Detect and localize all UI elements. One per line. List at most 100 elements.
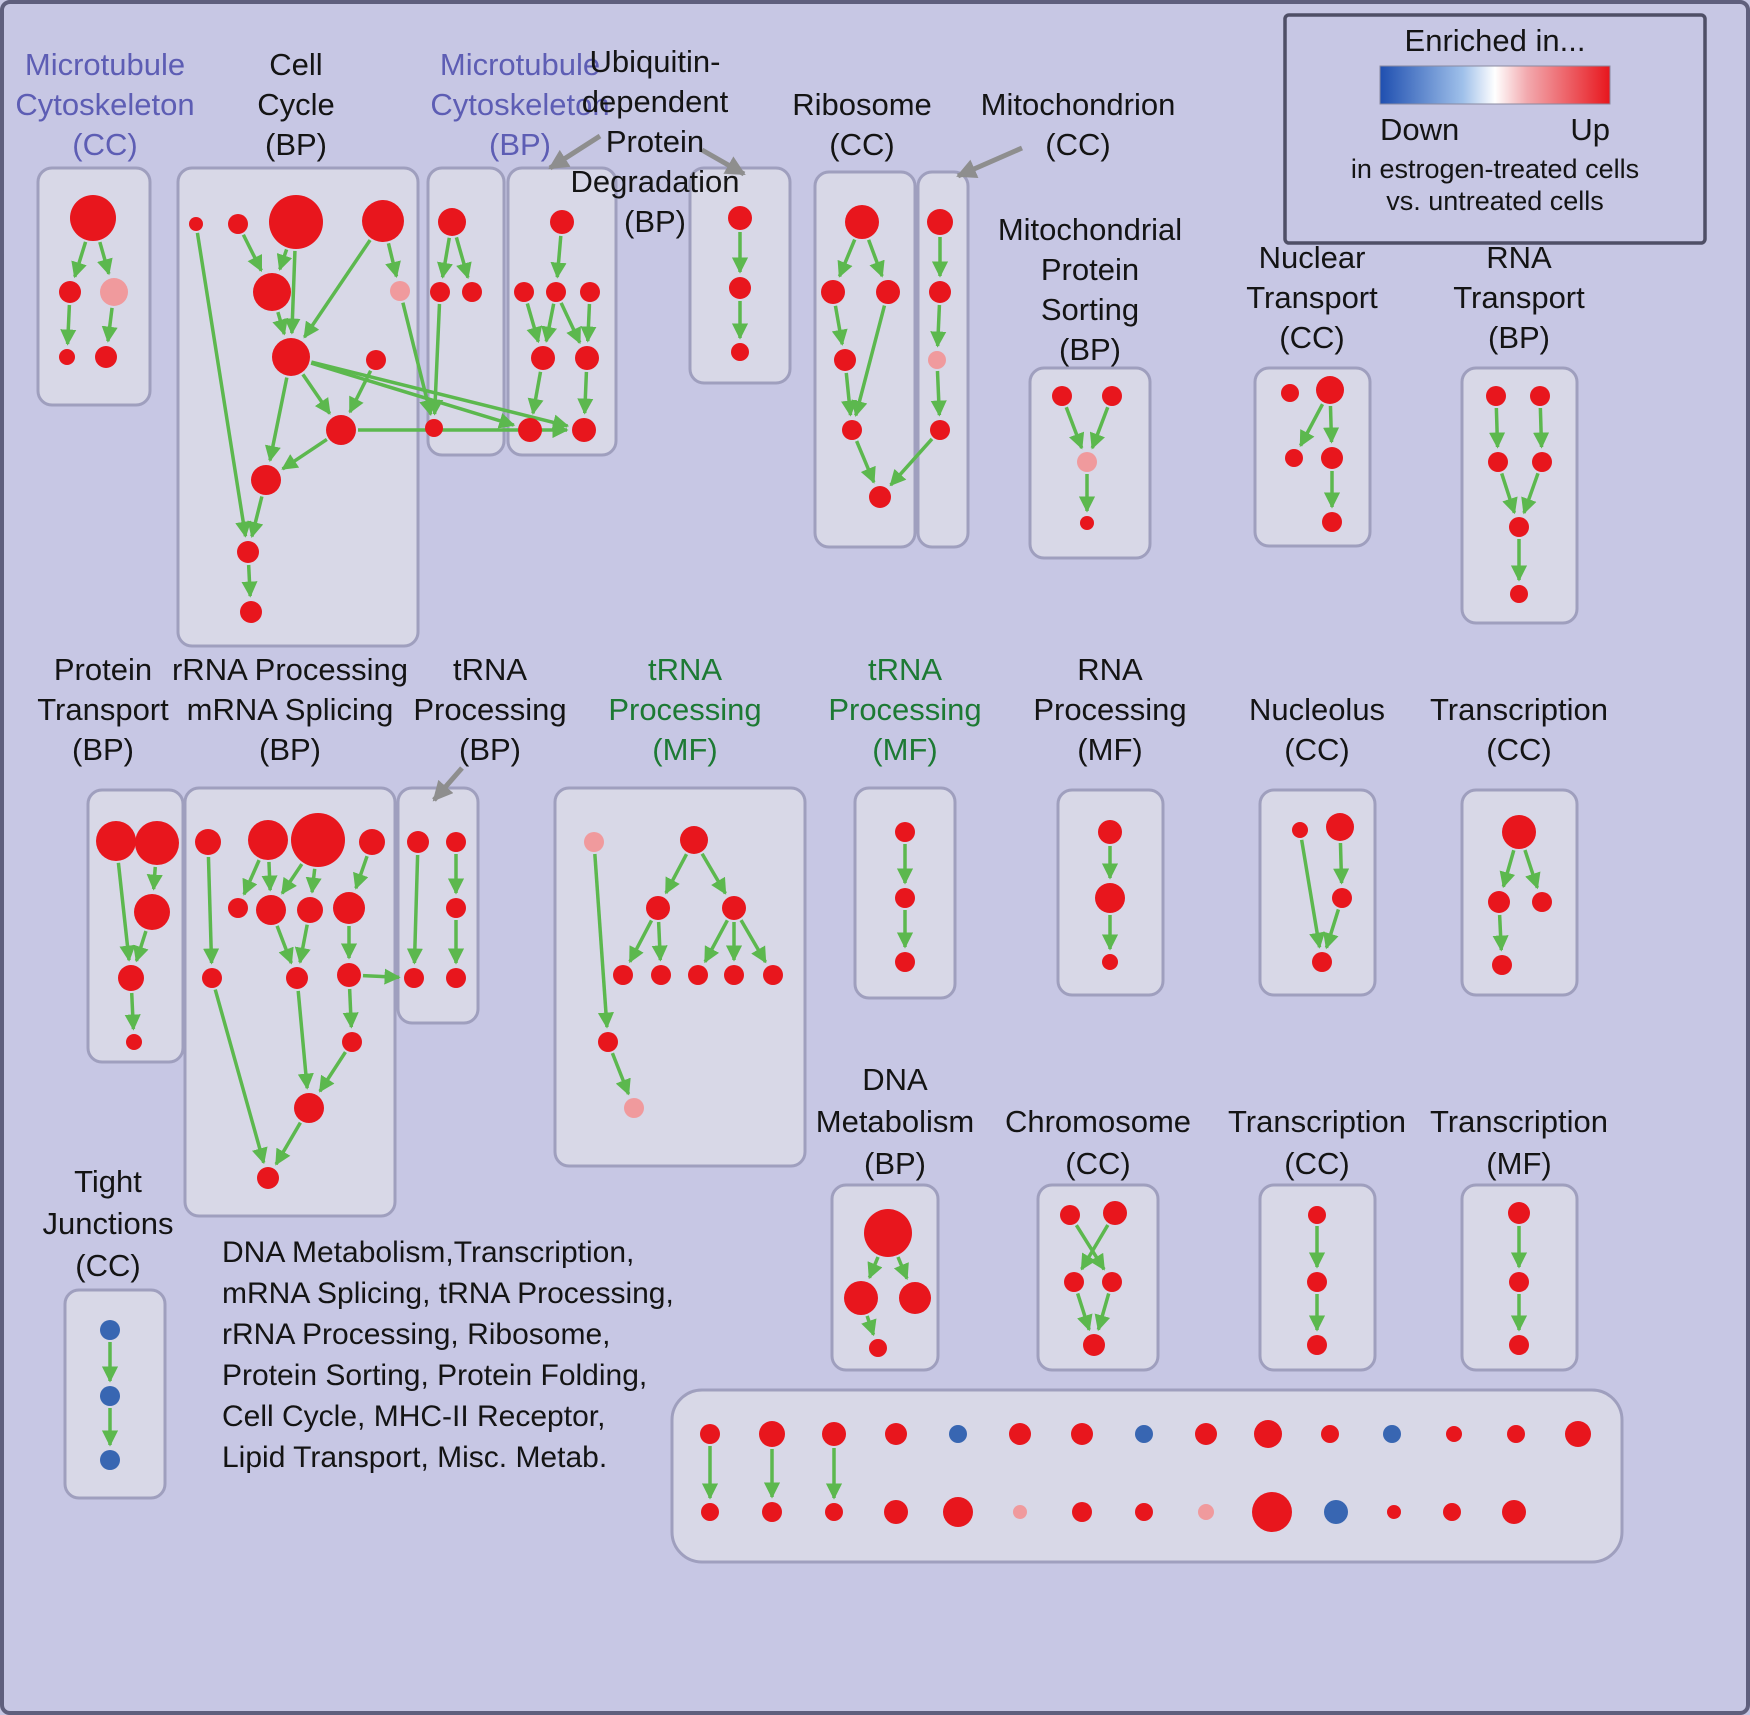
cell-cycle-go-term-node	[251, 465, 281, 495]
ubiquitin-degradation-label: Ubiquitin-	[590, 44, 721, 79]
rna-transport-go-term-node	[1510, 585, 1528, 603]
chromosome-go-term-node	[1103, 1201, 1127, 1225]
cell-cycle-go-term-node	[253, 273, 291, 311]
legend-gradient-bar	[1379, 65, 1611, 105]
rrna-mrna-edge-arrow	[261, 861, 278, 892]
cell-cycle-edge-arrow	[301, 373, 332, 415]
strip-go-term-node	[1198, 1504, 1214, 1520]
rna-transport-box	[1460, 366, 1579, 625]
ribosome-go-term-node	[876, 280, 900, 304]
rrna-mrna-label: mRNA Splicing	[187, 692, 394, 727]
misc-terms-line: Cell Cycle, MHC-II Receptor,	[222, 1400, 605, 1433]
dna-metabolism-edge-arrow	[893, 1256, 909, 1281]
microtubule-cc-go-term-node	[59, 281, 81, 303]
rrna-mrna-edge-arrow	[213, 989, 268, 1165]
strip-go-term-node	[1135, 1503, 1153, 1521]
protein-transport-edge-arrow	[146, 866, 163, 891]
transcription-cc-b-label: (CC)	[1284, 1146, 1349, 1181]
dna-metabolism-label: (BP)	[864, 1146, 926, 1181]
legend-subtitle-line1: in estrogen-treated cells	[1351, 154, 1639, 184]
rna-transport-go-term-node	[1530, 386, 1550, 406]
mitochondrion-go-term-node	[927, 209, 953, 235]
rrna-mrna-go-term-node	[286, 967, 308, 989]
microtubule-bp-label: (BP)	[489, 127, 551, 162]
rrna-mrna-edge-arrow	[296, 990, 314, 1090]
microtubule-bp-go-term-node	[425, 419, 443, 437]
ribosome-edge-arrow	[855, 440, 876, 484]
trna-mf-a-edge-arrow	[664, 853, 689, 895]
ubiquitin-left-edge-arrow	[577, 371, 594, 415]
trna-processing-bp-label: (BP)	[459, 732, 521, 767]
ubiquitin-left-edge-arrow	[559, 302, 582, 345]
mito-protein-sorting-go-term-node	[1052, 386, 1072, 406]
microtubule-cc-edge-arrow	[97, 241, 113, 276]
rna-transport-edge-arrow	[1500, 472, 1518, 515]
ribosome-edge-arrow	[851, 305, 887, 418]
trna-mf-a-edge-arrow	[593, 853, 614, 1029]
cell-cycle-label: Cycle	[257, 87, 335, 122]
strip-go-term-node	[1254, 1420, 1282, 1448]
chromosome-go-term-node	[1083, 1334, 1105, 1356]
trna-mf-a-go-term-node	[646, 896, 670, 920]
strip-go-term-node	[1071, 1423, 1093, 1445]
ubiquitin-left-edge-arrow	[525, 303, 543, 344]
transcription-cc-b-label: Transcription	[1228, 1104, 1406, 1139]
rna-processing-mf-go-term-node	[1098, 820, 1122, 844]
strip-go-term-node	[1252, 1492, 1292, 1532]
trna-mf-a-go-term-node	[724, 965, 744, 985]
transcription-mf-go-term-node	[1508, 1202, 1530, 1224]
trna-mf-b-go-term-node	[895, 822, 915, 842]
mitochondrion-edge-arrow	[930, 370, 947, 417]
strip-go-term-node	[885, 1423, 907, 1445]
tight-junctions-go-term-node	[100, 1386, 120, 1406]
cell-cycle-go-term-node	[189, 217, 203, 231]
cell-cycle-edge-arrow	[281, 437, 328, 471]
microtubule-bp-go-term-node	[462, 282, 482, 302]
rrna-mrna-go-term-node	[337, 963, 361, 987]
ubiquitin-degradation-label: Protein	[606, 124, 704, 159]
ribosome-edge-arrow	[831, 305, 848, 346]
chromosome-edge-arrow	[1094, 1293, 1111, 1332]
rna-transport-go-term-node	[1488, 452, 1508, 472]
microtubule-bp-go-term-node	[430, 282, 450, 302]
chromosome-label: Chromosome	[1005, 1104, 1191, 1139]
rna-processing-mf-label: RNA	[1077, 652, 1143, 687]
trna-mf-a-label: (MF)	[652, 732, 717, 767]
strip-go-term-node	[949, 1425, 967, 1443]
chromosome-box	[1036, 1183, 1160, 1372]
nuclear-transport-box	[1253, 366, 1372, 548]
ubiquitin-left-callout-arrow	[548, 133, 602, 171]
cell-cycle-edge-arrow	[241, 564, 258, 598]
trna-mf-a-go-term-node	[763, 965, 783, 985]
rna-transport-go-term-node	[1509, 517, 1529, 537]
strip-go-term-node	[1135, 1425, 1153, 1443]
rrna-mrna-go-term-node	[248, 820, 288, 860]
ubiquitin-right-callout-arrow	[700, 147, 746, 177]
ubiquitin-left-edge-arrow	[527, 371, 544, 415]
ubiquitin-right-go-term-node	[731, 343, 749, 361]
microtubule-cc-go-term-node	[95, 346, 117, 368]
transcription-mf-label: Transcription	[1430, 1104, 1608, 1139]
ribosome-go-term-node	[842, 420, 862, 440]
trna-mf-a-go-term-node	[584, 832, 604, 852]
nuclear-transport-label: Transport	[1246, 280, 1378, 315]
legend-up-label: Up	[1570, 112, 1610, 147]
rrna-mrna-edge-arrow	[294, 924, 311, 964]
rrna-mrna-go-term-node	[257, 1167, 279, 1189]
trna-mf-a-edge-arrow	[739, 919, 767, 964]
mito-protein-sorting-label: Mitochondrial	[998, 212, 1182, 247]
ubiquitin-degradation-label: dependent	[582, 84, 729, 119]
trna-mf-a-box	[553, 786, 807, 1168]
nuclear-transport-edge-arrow	[1299, 403, 1325, 448]
nucleolus-edge-arrow	[1299, 839, 1326, 949]
microtubule-bp-edge-arrow	[437, 237, 453, 279]
trna-bp-edge-arrow	[406, 854, 423, 965]
misc-terms-line: rRNA Processing, Ribosome,	[222, 1318, 610, 1351]
strip-go-term-node	[1387, 1505, 1401, 1519]
rrna-mrna-edge-arrow	[203, 856, 220, 965]
protein-transport-go-term-node	[96, 821, 136, 861]
ubiquitin-left-go-term-node	[575, 346, 599, 370]
cell-cycle-go-term-node	[269, 195, 323, 249]
